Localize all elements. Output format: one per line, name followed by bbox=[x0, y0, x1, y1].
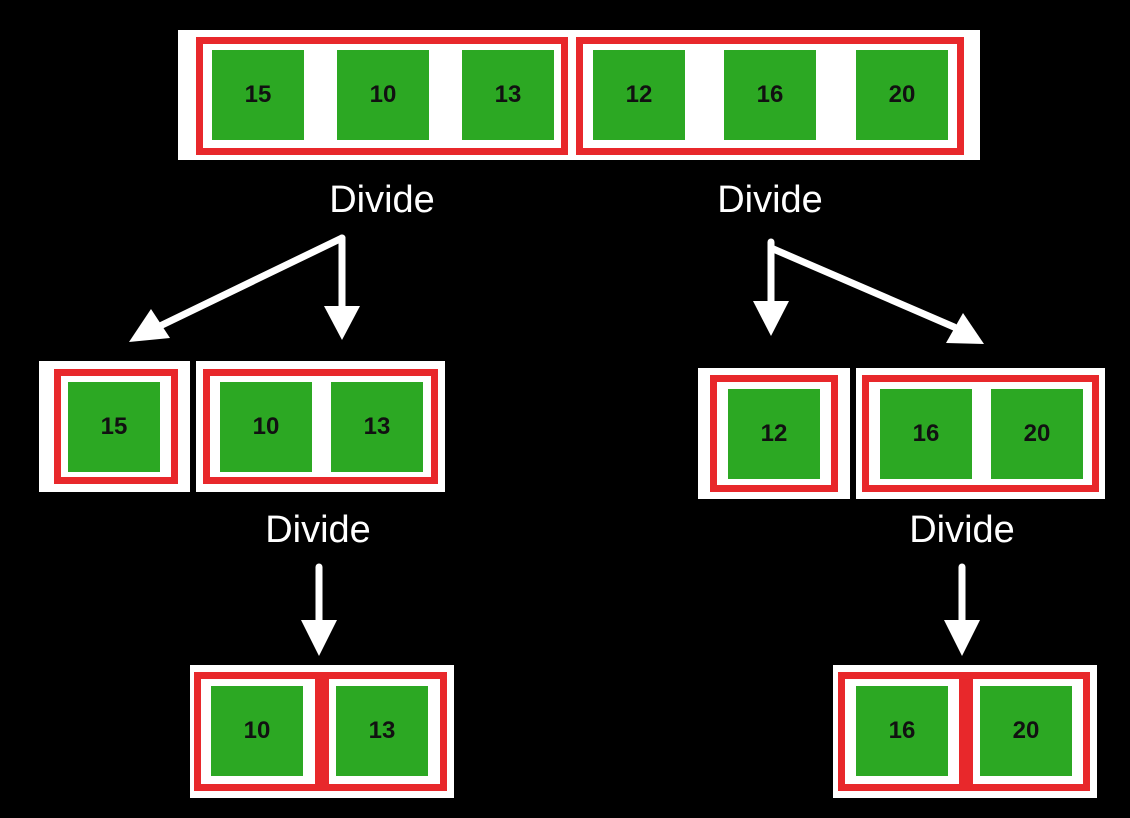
mid-cell: 13 bbox=[331, 382, 423, 472]
arrowhead-icon bbox=[944, 620, 980, 656]
bottom-cell: 20 bbox=[980, 686, 1072, 776]
mid-cell: 16 bbox=[880, 389, 972, 479]
top-cell: 13 bbox=[462, 50, 554, 140]
divide-label: Divide bbox=[265, 509, 371, 551]
mid-cell: 10 bbox=[220, 382, 312, 472]
bottom-cell: 13 bbox=[336, 686, 428, 776]
arrow-shaft bbox=[767, 244, 958, 331]
top-cell: 10 bbox=[337, 50, 429, 140]
mid-cell: 15 bbox=[68, 382, 160, 472]
arrowhead-icon bbox=[129, 309, 170, 342]
arrowhead-icon bbox=[753, 301, 789, 336]
arrowhead-icon bbox=[946, 313, 984, 344]
divide-label: Divide bbox=[909, 509, 1015, 551]
mid-cell: 12 bbox=[728, 389, 820, 479]
bottom-cell: 10 bbox=[211, 686, 303, 776]
bottom-cell: 16 bbox=[856, 686, 948, 776]
mid-cell: 20 bbox=[991, 389, 1083, 479]
arrowhead-icon bbox=[301, 620, 337, 656]
top-cell: 12 bbox=[593, 50, 685, 140]
top-cell: 20 bbox=[856, 50, 948, 140]
arrowhead-icon bbox=[324, 306, 360, 340]
top-cell: 16 bbox=[724, 50, 816, 140]
divide-label: Divide bbox=[329, 179, 435, 221]
top-cell: 15 bbox=[212, 50, 304, 140]
arrow-shaft bbox=[156, 234, 346, 330]
divide-label: Divide bbox=[717, 179, 823, 221]
